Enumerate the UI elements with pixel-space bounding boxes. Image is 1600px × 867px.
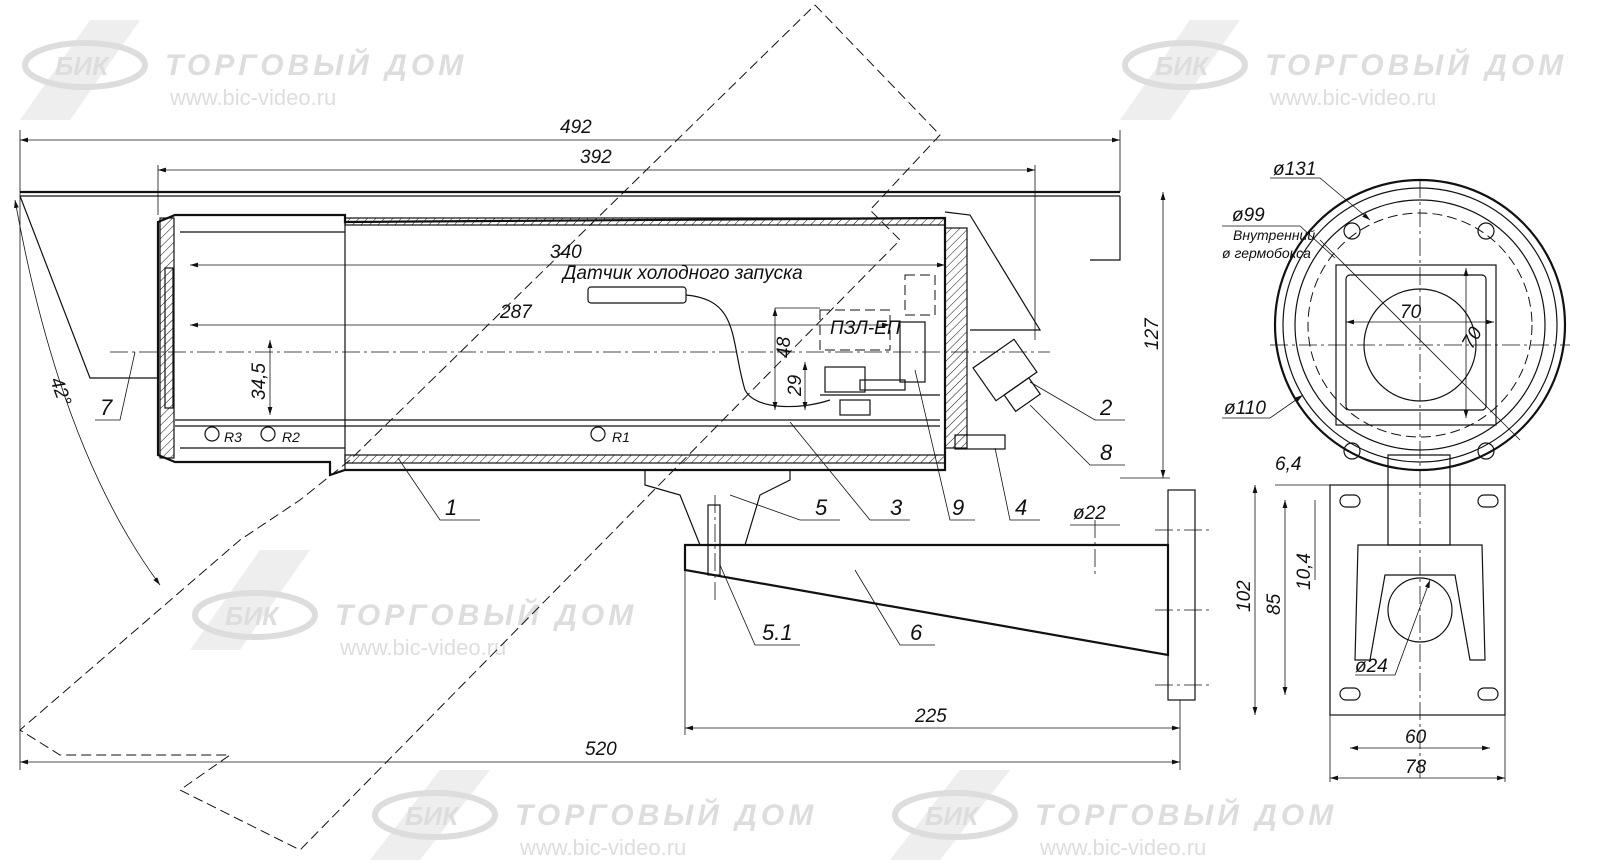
dim-d24: ø24 — [1355, 656, 1388, 677]
svg-text:БИК: БИК — [55, 51, 110, 81]
svg-text:4: 4 — [1015, 495, 1027, 520]
svg-text:ТОРГОВЫЙ ДОМ: ТОРГОВЫЙ ДОМ — [1265, 47, 1567, 82]
rotated-housing-outline — [19, 4, 941, 851]
dim-127: 127 — [1142, 317, 1163, 350]
inner-label-1: Внутренний — [1233, 227, 1315, 243]
dim-angle: 42° — [45, 375, 75, 410]
front-view: 70 70 ø131 ø99 Внутренний ø гермобокса ø… — [1222, 159, 1570, 782]
resistor-r2-icon — [260, 426, 276, 442]
dim-d99: ø99 — [1232, 205, 1265, 226]
watermark: БИК ТОРГОВЫЙ ДОМ www.bic-video.ru — [890, 770, 1337, 860]
r3-label: R3 — [224, 429, 242, 445]
resistor-r3-icon — [204, 426, 220, 442]
dim-70-vertical: 70 — [1458, 323, 1487, 352]
svg-text:ТОРГОВЫЙ ДОМ: ТОРГОВЫЙ ДОМ — [1035, 797, 1337, 832]
watermark: БИК ТОРГОВЫЙ ДОМ www.bic-video.ru — [1120, 20, 1567, 120]
dim-d110: ø110 — [1224, 398, 1266, 419]
dim-392: 392 — [580, 147, 612, 168]
dim-48: 48 — [774, 336, 795, 358]
dim-102: 102 — [1234, 580, 1255, 612]
svg-text:www.bic-video.ru: www.bic-video.ru — [1269, 85, 1436, 110]
svg-text:7: 7 — [100, 395, 113, 420]
svg-text:www.bic-video.ru: www.bic-video.ru — [339, 635, 506, 660]
r1-label: R1 — [612, 429, 630, 445]
watermarks: БИК ТОРГОВЫЙ ДОМ www.bic-video.ru БИК ТО… — [20, 20, 1567, 860]
dimensions-side: 492 392 340 287 520 225 127 48 29 34,5 4… — [14, 117, 1181, 770]
dim-225: 225 — [914, 706, 947, 727]
svg-text:2: 2 — [1099, 395, 1112, 420]
dim-34-5: 34,5 — [249, 363, 270, 400]
svg-text:БИК: БИК — [225, 601, 280, 631]
dim-78: 78 — [1405, 757, 1427, 778]
dim-492: 492 — [560, 117, 592, 138]
watermark: БИК ТОРГОВЫЙ ДОМ www.bic-video.ru — [190, 550, 637, 660]
resistor-r1-icon — [590, 426, 606, 442]
svg-text:8: 8 — [1100, 440, 1113, 465]
watermark: БИК ТОРГОВЫЙ ДОМ www.bic-video.ru — [20, 20, 467, 120]
bracket — [644, 469, 1210, 701]
dim-287: 287 — [499, 302, 533, 323]
svg-text:БИК: БИК — [925, 801, 980, 831]
svg-text:БИК: БИК — [1155, 51, 1210, 81]
svg-text:www.bic-video.ru: www.bic-video.ru — [519, 835, 686, 860]
housing — [110, 211, 1050, 477]
svg-text:3: 3 — [890, 495, 903, 520]
svg-text:БИК: БИК — [405, 801, 460, 831]
svg-text:ТОРГОВЫЙ ДОМ: ТОРГОВЫЙ ДОМ — [335, 597, 637, 632]
callouts: 1 2 3 4 5 5.1 6 7 8 9 — [95, 351, 1125, 646]
dim-29: 29 — [785, 374, 806, 397]
svg-text:1: 1 — [445, 495, 457, 520]
dim-6-4: 6,4 — [1275, 454, 1301, 475]
dim-340: 340 — [550, 242, 582, 263]
svg-text:www.bic-video.ru: www.bic-video.ru — [1039, 835, 1206, 860]
dim-d131: ø131 — [1273, 159, 1316, 180]
dim-520: 520 — [585, 739, 617, 760]
dim-60: 60 — [1405, 727, 1427, 748]
inner-label-2: ø гермобокса — [1222, 245, 1311, 261]
sensor-label: Датчик холодного запуска — [561, 263, 803, 284]
svg-text:ТОРГОВЫЙ ДОМ: ТОРГОВЫЙ ДОМ — [515, 797, 817, 832]
r2-label: R2 — [282, 429, 300, 445]
svg-text:5.1: 5.1 — [762, 620, 793, 645]
board-label: ПЗЛ-ЕП — [830, 318, 901, 339]
svg-text:5: 5 — [815, 495, 828, 520]
svg-text:ТОРГОВЫЙ ДОМ: ТОРГОВЫЙ ДОМ — [165, 47, 467, 82]
dim-10-4: 10,4 — [1294, 553, 1315, 590]
svg-text:9: 9 — [952, 495, 964, 520]
svg-text:6: 6 — [910, 620, 923, 645]
dim-70-horizontal: 70 — [1400, 302, 1422, 323]
watermark: БИК ТОРГОВЫЙ ДОМ www.bic-video.ru — [370, 770, 817, 860]
dim-d22: ø22 — [1073, 503, 1106, 524]
svg-text:www.bic-video.ru: www.bic-video.ru — [169, 85, 336, 110]
dim-85: 85 — [1264, 593, 1285, 615]
